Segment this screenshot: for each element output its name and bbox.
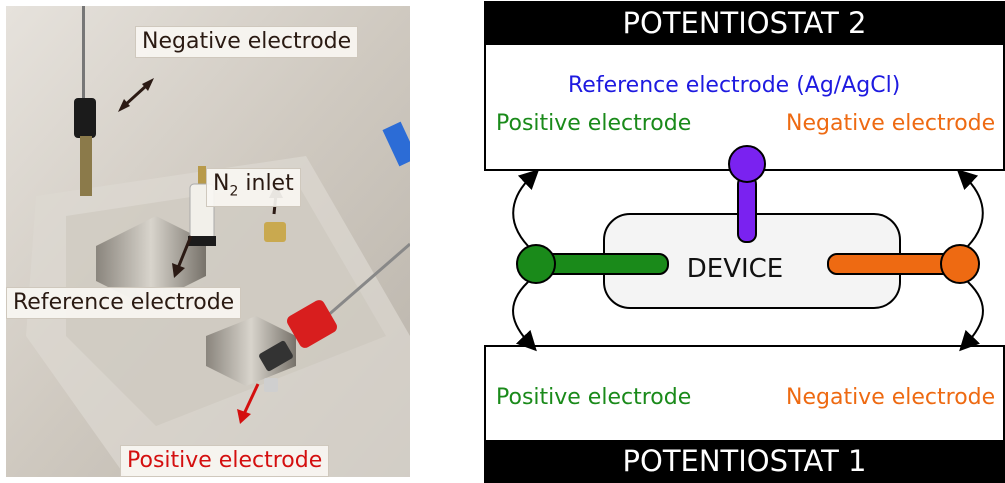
negative-electrode-label: Negative electrode <box>135 26 359 58</box>
setup-photo: Negative electrode N2 inlet Reference el… <box>6 6 410 477</box>
arrow-negative-bottom <box>959 281 984 352</box>
arrow-positive-bottom <box>512 281 537 352</box>
positive-holder <box>287 300 337 348</box>
n2-fitting <box>264 222 286 242</box>
negative-rod <box>82 6 85 106</box>
positive-electrode-label: Positive electrode <box>120 445 330 477</box>
n2-inlet-text: inlet <box>238 171 294 196</box>
arrow-negative-top <box>956 169 984 247</box>
negative-holder <box>74 98 96 138</box>
positive-arrow <box>237 383 260 424</box>
bottom-positive-electrode-text: Positive electrode <box>496 385 692 410</box>
reference-probe-head <box>728 145 766 183</box>
n2-symbol: N <box>213 171 230 196</box>
n2-inlet-label: N2 inlet <box>206 168 301 208</box>
top-negative-electrode-text: Negative electrode <box>786 111 996 136</box>
photo-illustration <box>6 6 410 477</box>
arrow-positive-top <box>512 169 540 247</box>
top-positive-electrode-text: Positive electrode <box>496 111 692 136</box>
potentiostat-1-title: POTENTIOSTAT 1 <box>484 440 1005 483</box>
device-label: DEVICE <box>686 254 784 284</box>
clamp-block <box>96 216 206 306</box>
schematic-diagram: POTENTIOSTAT 2 POTENTIOSTAT 1 Reference … <box>484 0 1005 483</box>
positive-probe-head <box>516 244 556 284</box>
reference-probe <box>737 175 757 243</box>
reference-electrode-label: Reference electrode <box>6 287 242 319</box>
negative-probe-head <box>940 244 980 284</box>
negative-arrow <box>118 78 154 112</box>
reference-electrode-text: Reference electrode (Ag/AgCl) <box>568 73 901 98</box>
potentiostat-2-title: POTENTIOSTAT 2 <box>484 2 1005 45</box>
bottom-negative-electrode-text: Negative electrode <box>786 385 996 410</box>
n2-subscript: 2 <box>229 183 239 200</box>
reference-arrow <box>172 235 193 278</box>
